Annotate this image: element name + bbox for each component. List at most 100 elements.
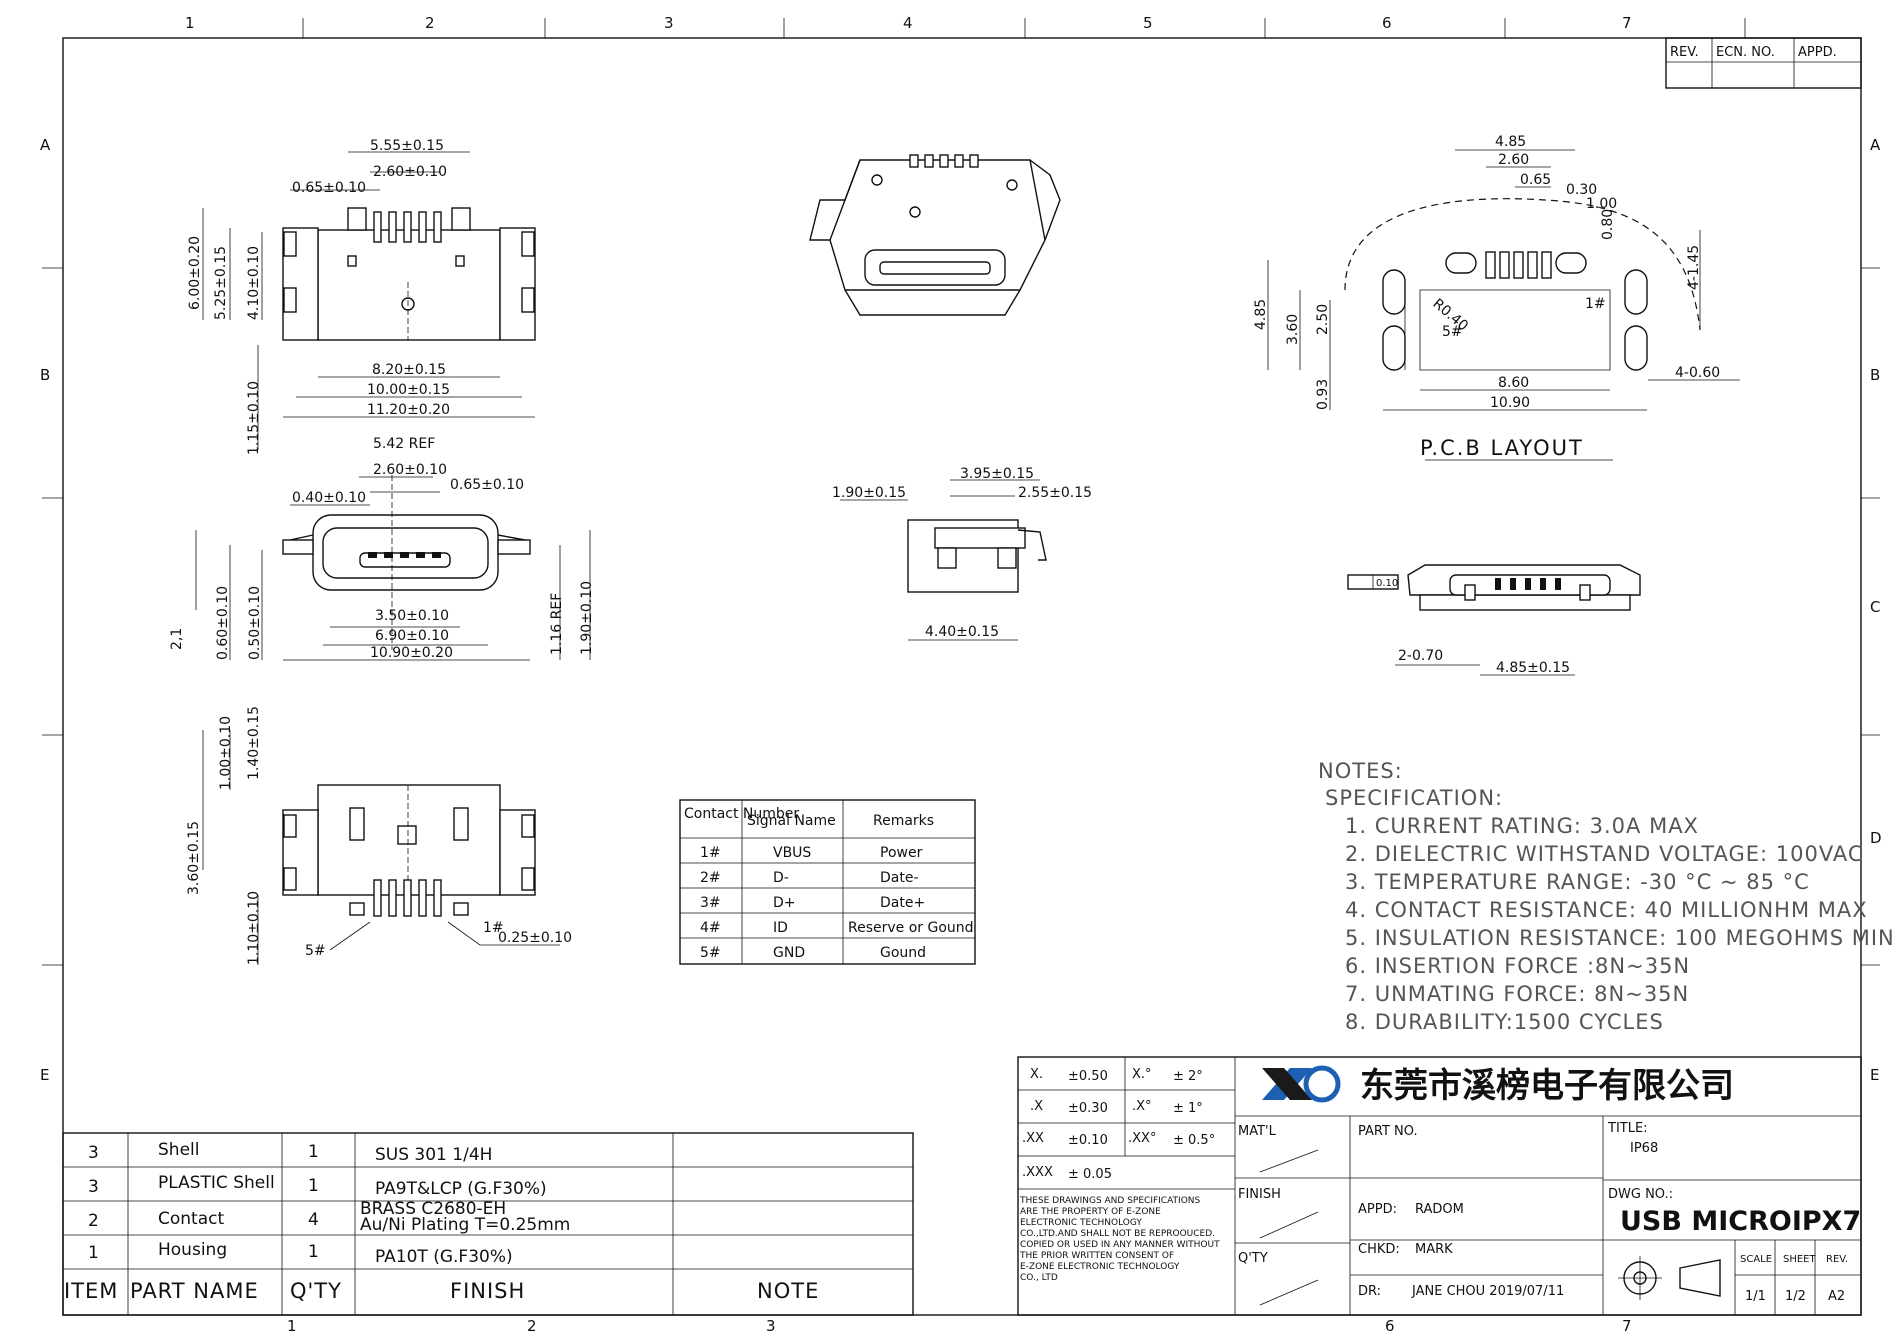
- contact-row-1-signal: VBUS: [773, 845, 811, 861]
- bom-row-2-qty: 1: [308, 1176, 319, 1196]
- row-label-d-right: D: [1870, 829, 1882, 847]
- contact-row-1-remarks: Power: [880, 845, 923, 861]
- part-no-label: PART NO.: [1358, 1124, 1418, 1139]
- pcb-dim-0-65: 0.65: [1520, 172, 1551, 188]
- mat-label: MAT'L: [1238, 1124, 1277, 1139]
- rear-dim-4-85: 4.85±0.15: [1496, 660, 1570, 676]
- bom-header-qty: Q'TY: [290, 1279, 342, 1303]
- tol-2-2: ±0.30: [1068, 1101, 1108, 1116]
- pcb-dim-8-60: 8.60: [1498, 375, 1529, 391]
- pcb-dim-3-60: 3.60: [1285, 314, 1301, 345]
- grid-column-labels: 1 2 3 4 5 6 7 1 2 3 6 7: [185, 14, 1632, 1335]
- col-label-2: 2: [425, 14, 435, 32]
- row-label-a: A: [40, 136, 51, 154]
- bill-of-materials: 3 Shell 1 SUS 301 1/4H 3 PLASTIC Shell 1…: [62, 1132, 914, 1316]
- row-label-b: B: [40, 366, 50, 384]
- disclaimer-line-8: CO., LTD: [1020, 1273, 1058, 1283]
- company-name: 东莞市溪榜电子有限公司: [1360, 1066, 1734, 1106]
- isometric-view: [809, 154, 1061, 316]
- col-label-1: 1: [185, 14, 195, 32]
- bottom-view: 1.00±0.10 1.40±0.15 3.60±0.15 1.10±0.10 …: [186, 706, 572, 965]
- dim-1-15: 1.15±0.10: [246, 381, 262, 455]
- dim-2-55: 2.55±0.15: [1018, 485, 1092, 501]
- note-item-5: 5. INSULATION RESISTANCE: 100 MEGOHMS MI…: [1345, 926, 1894, 950]
- contact-row-3-signal: D+: [773, 895, 796, 911]
- bom-header-finish: FINISH: [450, 1279, 525, 1303]
- contact-row-3-number: 3#: [700, 895, 721, 911]
- top-view-body: [317, 229, 501, 341]
- front-view: 5.42 REF 2.60±0.10 0.65±0.10 0.40±0.10 3…: [169, 436, 595, 661]
- bom-row-1-part: Shell: [158, 1140, 199, 1160]
- disclaimer-line-6: THE PRIOR WRITTEN CONSENT OF: [1019, 1251, 1174, 1261]
- pcb-dim-10-90: 10.90: [1490, 395, 1530, 411]
- sheet-value: 1/2: [1785, 1289, 1806, 1304]
- bom-header-item: ITEM: [64, 1279, 118, 1303]
- bom-row-2-finish: PA9T&LCP (G.F30%): [375, 1179, 547, 1199]
- note-item-1: 1. CURRENT RATING: 3.0A MAX: [1345, 814, 1699, 838]
- note-item-2: 2. DIELECTRIC WITHSTAND VOLTAGE: 100VAC: [1345, 842, 1864, 866]
- disclaimer-line-5: COPIED OR USED IN ANY MANNER WITHOUT: [1020, 1240, 1220, 1250]
- specification-notes: NOTES: SPECIFICATION: 1. CURRENT RATING:…: [1318, 759, 1894, 1034]
- dr-label: DR:: [1358, 1284, 1381, 1299]
- title-value: IP68: [1630, 1141, 1658, 1156]
- dim-2-60: 2.60±0.10: [373, 164, 447, 180]
- row-label-e: E: [40, 1066, 49, 1084]
- tol-2-1: .X: [1030, 1099, 1043, 1114]
- dim-5-42-ref: 5.42 REF: [373, 436, 435, 452]
- bom-row-3-item: 2: [88, 1211, 99, 1231]
- bom-header-part-name: PART NAME: [130, 1279, 259, 1303]
- contact-row-5-signal: GND: [773, 945, 805, 961]
- pcb-dim-0-93: 0.93: [1315, 379, 1331, 410]
- dwg-no-label: DWG NO.:: [1608, 1187, 1673, 1202]
- pin-5-label: 5#: [305, 943, 326, 959]
- dim-5-25: 5.25±0.15: [213, 246, 229, 320]
- pcb-dim-0-80: 0.80: [1600, 209, 1616, 240]
- dim-0-40: 0.40±0.10: [292, 490, 366, 506]
- sheet-label: SHEET: [1783, 1254, 1817, 1265]
- row-label-e-right: E: [1870, 1066, 1879, 1084]
- rev-col-label: REV.: [1670, 45, 1699, 60]
- col-label-6-bottom: 6: [1385, 1317, 1395, 1335]
- contact-row-4-signal: ID: [773, 920, 788, 936]
- bom-row-3-finish: BRASS C2680-EH: [360, 1199, 506, 1219]
- pcb-dim-4-85: 4.85: [1495, 134, 1526, 150]
- tol-1-1: X.: [1030, 1067, 1043, 1082]
- dim-6-00: 6.00±0.20: [187, 236, 203, 310]
- dim-10-00: 10.00±0.15: [367, 382, 450, 398]
- pcb-pads: [1485, 251, 1552, 279]
- dim-3-60: 3.60±0.15: [186, 821, 202, 895]
- title-label: TITLE:: [1607, 1121, 1648, 1136]
- dim-0-25: 0.25±0.10: [498, 930, 572, 946]
- top-view: 5.55±0.15 2.60±0.10 0.65±0.10 8.20±0.15 …: [187, 138, 536, 455]
- dim-0-65: 0.65±0.10: [292, 180, 366, 196]
- ecn-col-label: ECN. NO.: [1716, 45, 1775, 60]
- appd-col-label: APPD.: [1798, 45, 1837, 60]
- col-label-7: 7: [1622, 14, 1632, 32]
- bom-row-4-qty: 1: [308, 1242, 319, 1262]
- dim-8-20: 8.20±0.15: [372, 362, 446, 378]
- tol-3-2: ±0.10: [1068, 1133, 1108, 1148]
- company-logo: [1262, 1065, 1341, 1103]
- pcb-dim-2-50: 2.50: [1315, 304, 1331, 335]
- rear-view-pins: [1495, 578, 1561, 590]
- tol-2-4: ± 1°: [1173, 1101, 1203, 1116]
- contact-row-1-number: 1#: [700, 845, 721, 861]
- tol-3-1: .XX: [1022, 1131, 1044, 1146]
- disclaimer-line-2: ARE THE PROPERTY OF E-ZONE: [1020, 1207, 1161, 1217]
- sheet-border: REV. ECN. NO. APPD.: [62, 37, 1862, 1316]
- dim-3-50: 3.50±0.10: [375, 608, 449, 624]
- col-label-6: 6: [1382, 14, 1392, 32]
- disclaimer-line-3: ELECTRONIC TECHNOLOGY: [1020, 1218, 1142, 1228]
- dim-6-90: 6.90±0.10: [375, 628, 449, 644]
- disclaimer-line-7: E-ZONE ELECTRONIC TECHNOLOGY: [1020, 1262, 1180, 1272]
- contact-table: Contact Number Signal Name Remarks 1# VB…: [679, 799, 976, 965]
- dim-1-40: 1.40±0.15: [246, 706, 262, 780]
- title-block: X. ±0.50 X.° ± 2° .X ±0.30 .X° ± 1° .XX …: [1017, 1056, 1862, 1316]
- chkd-value: MARK: [1415, 1242, 1453, 1257]
- contact-row-4-number: 4#: [700, 920, 721, 936]
- pcb-dim-0-30: 0.30: [1566, 182, 1597, 198]
- row-label-c-right: C: [1870, 598, 1880, 616]
- bom-row-2-part: PLASTIC Shell: [158, 1173, 275, 1193]
- grid-ticks: [42, 18, 1880, 966]
- top-view-pins: [373, 211, 442, 243]
